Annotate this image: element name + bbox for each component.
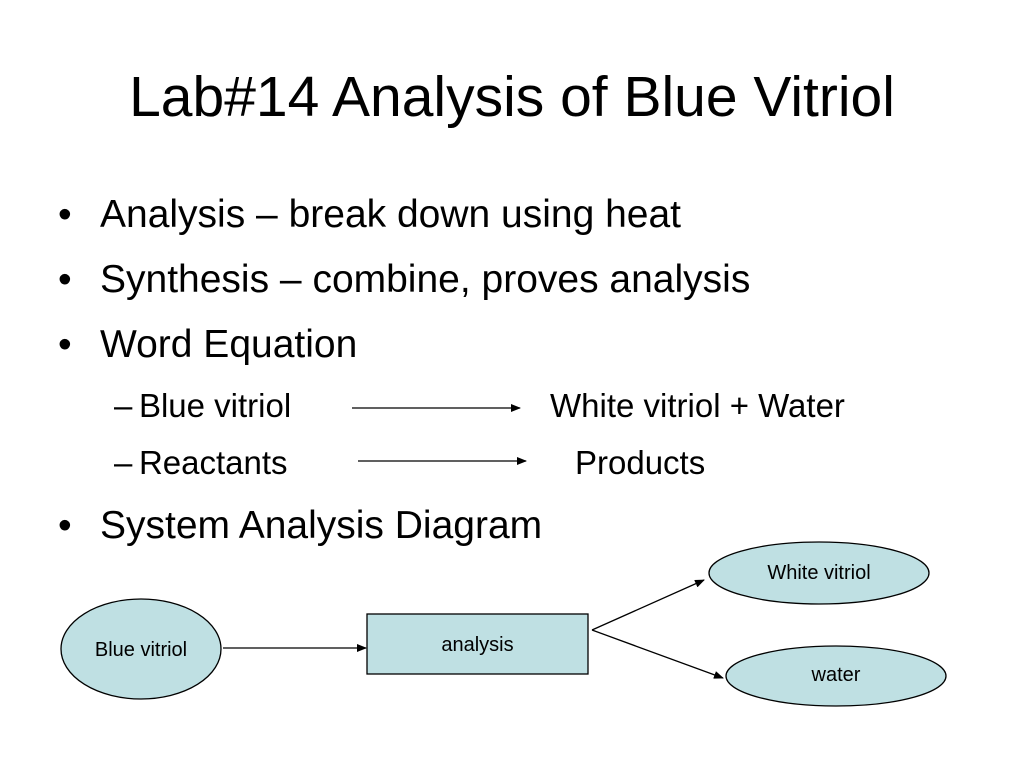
input-node-label: Blue vitriol bbox=[94, 639, 188, 661]
bullet-synthesis: • Synthesis – combine, proves analysis bbox=[58, 257, 750, 303]
slide-title: Lab#14 Analysis of Blue Vitriol bbox=[129, 65, 895, 129]
sub-dash: – bbox=[114, 387, 133, 424]
process-node-label: analysis bbox=[441, 634, 514, 656]
bullet-text: Analysis – break down using heat bbox=[100, 193, 682, 236]
output-bottom-label: water bbox=[811, 664, 861, 686]
output-bottom-ellipse bbox=[725, 645, 947, 707]
bullet-word-equation: • Word Equation bbox=[58, 322, 357, 368]
output-top-label: White vitriol bbox=[767, 562, 871, 584]
output-top-ellipse bbox=[708, 541, 930, 605]
bullet-dot: • bbox=[58, 504, 72, 547]
bullet-analysis: • Analysis – break down using heat bbox=[58, 192, 681, 238]
input-node-ellipse bbox=[60, 598, 222, 700]
arrow-process-to-bottom bbox=[591, 629, 724, 679]
equation-row-2-left: – Reactants bbox=[114, 443, 288, 483]
bullet-text: Word Equation bbox=[100, 323, 358, 366]
bullet-text: System Analysis Diagram bbox=[100, 504, 543, 547]
bullet-dot: • bbox=[58, 193, 72, 236]
arrow-process-to-top bbox=[591, 579, 705, 631]
reactant-text: Blue vitriol bbox=[138, 387, 292, 424]
equation-row-1-left: – Blue vitriol bbox=[114, 386, 291, 426]
bullet-dot: • bbox=[58, 258, 72, 301]
bullet-text: Synthesis – combine, proves analysis bbox=[100, 258, 751, 301]
bullet-system-analysis: • System Analysis Diagram bbox=[58, 503, 542, 549]
reactant-label: Reactants bbox=[138, 444, 288, 481]
equation-row-1-right: White vitriol + Water bbox=[550, 387, 845, 424]
process-node-box bbox=[366, 613, 589, 675]
equation-row-2-right: Products bbox=[575, 444, 706, 481]
sub-dash: – bbox=[114, 444, 133, 481]
bullet-dot: • bbox=[58, 323, 72, 366]
